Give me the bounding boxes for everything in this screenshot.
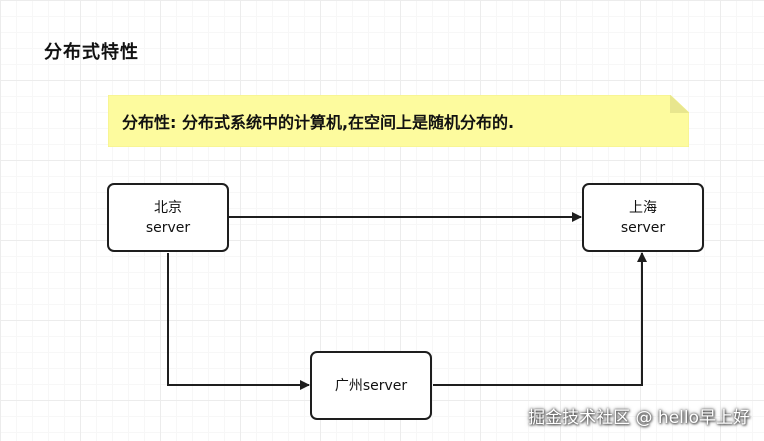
page-title: 分布式特性: [44, 42, 139, 63]
edge-beijing-to-guangzhou: [167, 253, 310, 390]
sticky-note-fold: [670, 95, 689, 113]
sticky-note-shape: [108, 95, 689, 147]
edge-guangzhou-to-shanghai: [433, 252, 647, 386]
node-shanghai-server[interactable]: 上海 server: [582, 183, 704, 252]
watermark: 掘金技术社区 @ hello早上好: [528, 408, 750, 428]
node-shanghai-role: server: [620, 219, 666, 236]
sticky-note: 分布性: 分布式系统中的计算机,在空间上是随机分布的.: [108, 95, 689, 147]
node-beijing-server[interactable]: 北京 server: [107, 183, 229, 252]
node-guangzhou-label: 广州server: [334, 377, 408, 394]
node-beijing-role: server: [145, 219, 191, 236]
sticky-note-text: 分布性: 分布式系统中的计算机,在空间上是随机分布的.: [122, 113, 515, 132]
sticky-note-body: [108, 95, 689, 147]
node-beijing-city: 北京: [154, 199, 182, 216]
node-guangzhou-server[interactable]: 广州server: [310, 351, 432, 420]
node-shanghai-city: 上海: [629, 199, 657, 216]
